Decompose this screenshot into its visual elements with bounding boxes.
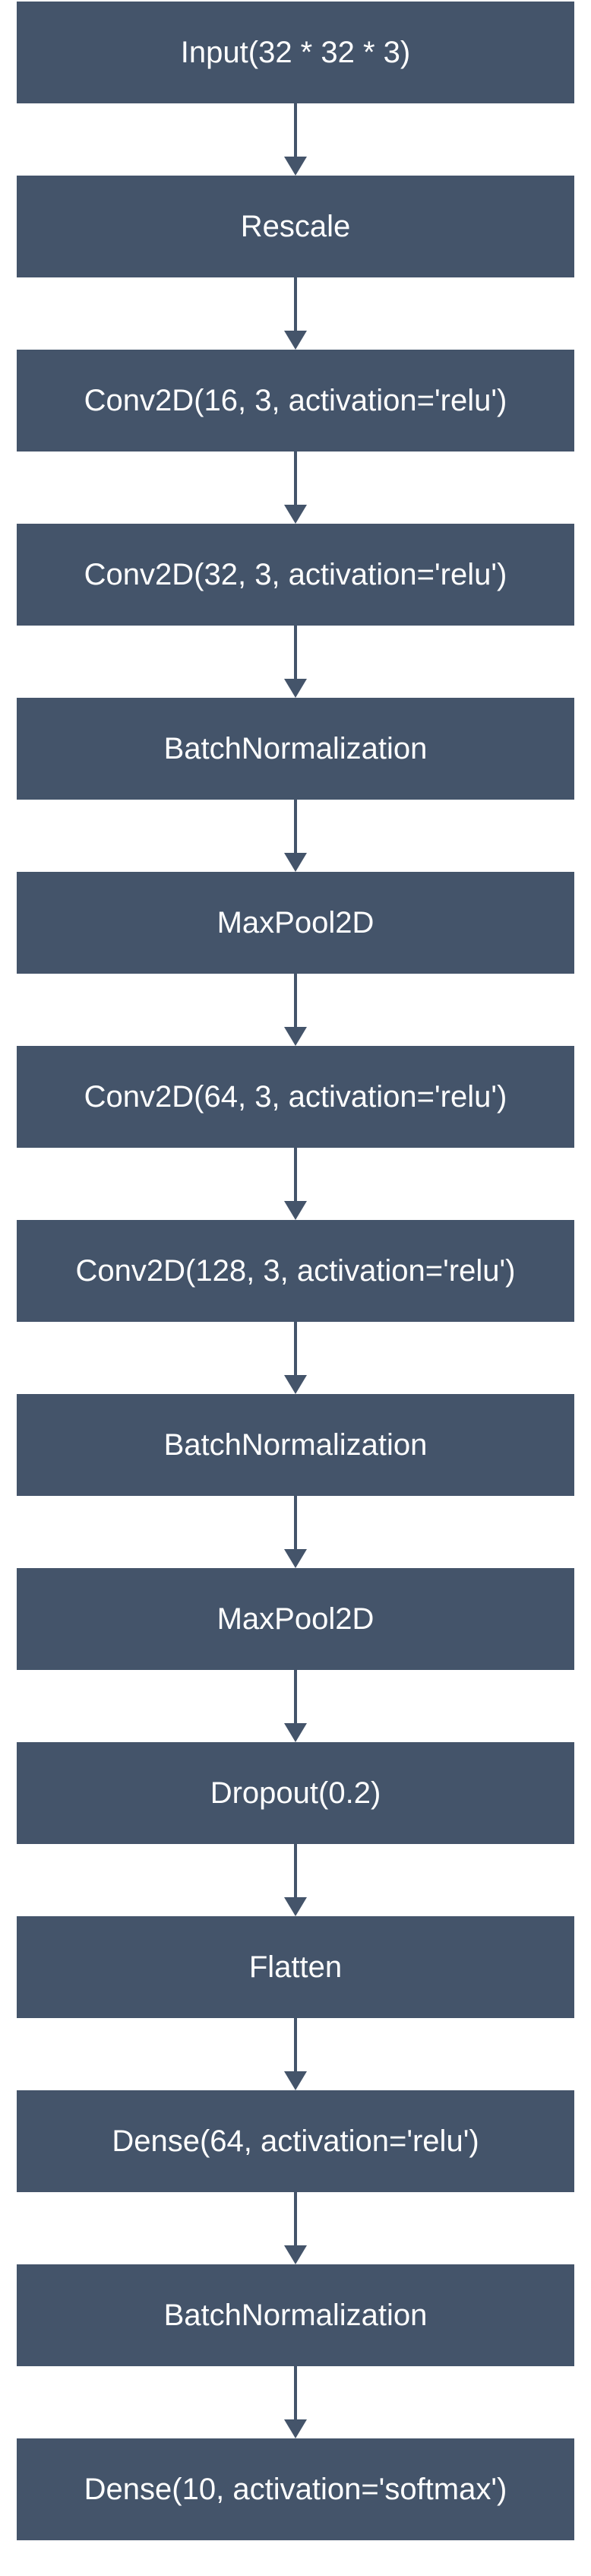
down-arrow — [278, 2018, 313, 2090]
layer-label: Conv2D(16, 3, activation='relu') — [84, 384, 507, 417]
down-arrow — [278, 974, 313, 1046]
layer-box-batchnorm-2: BatchNormalization — [17, 1394, 574, 1496]
down-arrow — [278, 1844, 313, 1916]
layer-box-conv2d-128: Conv2D(128, 3, activation='relu') — [17, 1220, 574, 1322]
layer-box-maxpool-1: MaxPool2D — [17, 872, 574, 974]
layer-box-rescale: Rescale — [17, 176, 574, 277]
layer-box-conv2d-64: Conv2D(64, 3, activation='relu') — [17, 1046, 574, 1148]
layer-label: Conv2D(32, 3, activation='relu') — [84, 558, 507, 591]
layer-box-flatten: Flatten — [17, 1916, 574, 2018]
layer-label: Flatten — [248, 1950, 343, 1984]
down-arrow — [278, 2192, 313, 2264]
layer-box-batchnorm-1: BatchNormalization — [17, 698, 574, 800]
down-arrow — [278, 1148, 313, 1220]
layer-label: BatchNormalization — [163, 732, 428, 765]
layer-label: Input(32 * 32 * 3) — [180, 36, 411, 69]
layer-box-dense-10: Dense(10, activation='softmax') — [17, 2438, 574, 2540]
layer-label: Conv2D(64, 3, activation='relu') — [84, 1080, 507, 1114]
layer-label: BatchNormalization — [163, 2299, 428, 2332]
layer-box-conv2d-32: Conv2D(32, 3, activation='relu') — [17, 524, 574, 626]
down-arrow — [278, 103, 313, 176]
layer-box-dropout: Dropout(0.2) — [17, 1742, 574, 1844]
down-arrow — [278, 452, 313, 524]
down-arrow — [278, 800, 313, 872]
layer-box-batchnorm-3: BatchNormalization — [17, 2264, 574, 2366]
layer-label: MaxPool2D — [216, 906, 375, 939]
down-arrow — [278, 1496, 313, 1568]
layer-label: Dense(10, activation='softmax') — [84, 2473, 507, 2506]
layer-label: BatchNormalization — [163, 1428, 428, 1462]
layer-box-input: Input(32 * 32 * 3) — [17, 2, 574, 103]
layer-label: Conv2D(128, 3, activation='relu') — [75, 1254, 516, 1288]
down-arrow — [278, 1670, 313, 1742]
layer-box-dense-64: Dense(64, activation='relu') — [17, 2090, 574, 2192]
down-arrow — [278, 1322, 313, 1394]
layer-box-conv2d-16: Conv2D(16, 3, activation='relu') — [17, 350, 574, 452]
layer-label: Dropout(0.2) — [210, 1776, 381, 1810]
down-arrow — [278, 277, 313, 350]
layer-label: MaxPool2D — [216, 1602, 375, 1636]
down-arrow — [278, 2366, 313, 2438]
layer-box-maxpool-2: MaxPool2D — [17, 1568, 574, 1670]
down-arrow — [278, 626, 313, 698]
layer-label: Rescale — [240, 210, 351, 243]
layer-label: Dense(64, activation='relu') — [112, 2124, 479, 2158]
